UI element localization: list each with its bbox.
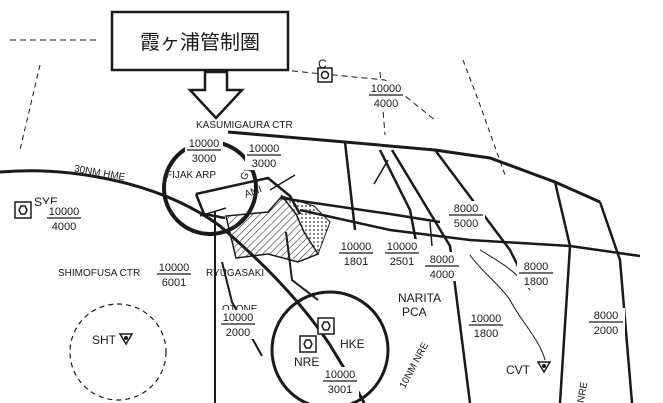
vor-icon-hke [317,317,335,335]
altitude-lower: 3001 [328,384,352,396]
vor-icon-nre [299,335,317,353]
label-shimofusa-ctr: SHIMOFUSA CTR [58,268,140,279]
altitude-upper: 10000 [159,262,190,274]
altitude-upper: 10000 [223,312,254,324]
altitude-block: 8000 1800 [517,259,555,288]
label-ryugasaki: RYUGASAKI [206,268,264,279]
label-kasumigaura-ctr: KASUMIGAURA CTR [196,120,293,131]
altitude-upper: 8000 [430,254,454,266]
label-30nm-hme: 30NM HME [73,164,126,184]
altitude-upper: 10000 [189,138,220,150]
label-otone: OTONE [222,304,258,315]
label-fijak-arp: FIJAK ARP [166,170,216,181]
callout-title: 霞ヶ浦管制圏 [140,30,260,54]
restricted-area-dotted [280,195,331,256]
label-cvt: CVT [506,363,531,377]
altitude-lower: 2000 [226,327,250,339]
altitude-block: 8000 2000 [587,308,625,337]
altitude-lower: 5000 [454,218,478,230]
altitude-block: 10000 6001 [155,260,193,289]
label-c: C [318,57,327,71]
altitude-blocks: 1000040001000030001000030001000040008000… [45,81,625,396]
label-pca: PCA [402,305,427,319]
altitude-block: 10000 3000 [245,141,283,170]
altitude-upper: 10000 [471,313,502,325]
altitude-upper: 8000 [454,203,478,215]
altitude-upper: 10000 [325,369,356,381]
altitude-block: 10000 4000 [45,204,83,233]
altitude-block: 10000 3000 [185,136,223,165]
altitude-lower: 4000 [52,221,76,233]
altitude-lower: 4000 [430,269,454,281]
label-nre-edge: NRE [576,381,591,403]
ndb-icon-cvt [536,361,552,374]
altitude-upper: 8000 [594,310,618,322]
altitude-block: 10000 2501 [383,239,421,268]
vor-icon-sye [14,201,32,219]
callout: 霞ヶ浦管制圏 [110,10,290,120]
label-narita: NARITA [398,291,441,305]
altitude-upper: 10000 [387,241,418,253]
altitude-upper: 10000 [371,83,402,95]
navaid-icons [14,67,552,374]
altitude-block: 8000 4000 [423,252,461,281]
label-ami: AMI [243,184,263,200]
altitude-lower: 3000 [192,153,216,165]
label-sht: SHT [92,333,117,347]
altitude-block: 10000 2000 [219,310,257,339]
altitude-lower: 2501 [390,256,414,268]
altitude-lower: 1800 [524,276,548,288]
label-hke: HKE [340,337,365,351]
altitude-upper: 8000 [524,261,548,273]
vor-icon-c [317,67,333,83]
ndb-icon-sht [118,333,134,346]
altitude-block: 10000 4000 [367,81,405,110]
altitude-lower: 6001 [162,277,186,289]
altitude-block: 10000 1800 [467,311,505,340]
altitude-upper: 10000 [49,206,80,218]
label-nre: NRE [294,355,319,369]
label-10nm-nre: 10NM NRE [398,340,432,390]
altitude-block: 10000 1801 [337,239,375,268]
altitude-lower: 4000 [374,98,398,110]
altitude-block: 10000 3001 [321,367,359,396]
altitude-block: 8000 5000 [447,201,485,230]
altitude-upper: 10000 [341,241,372,253]
altitude-lower: 1800 [474,328,498,340]
altitude-upper: 10000 [249,143,280,155]
altitude-lower: 3000 [252,158,276,170]
altitude-lower: 2000 [594,325,618,337]
altitude-lower: 1801 [344,256,368,268]
